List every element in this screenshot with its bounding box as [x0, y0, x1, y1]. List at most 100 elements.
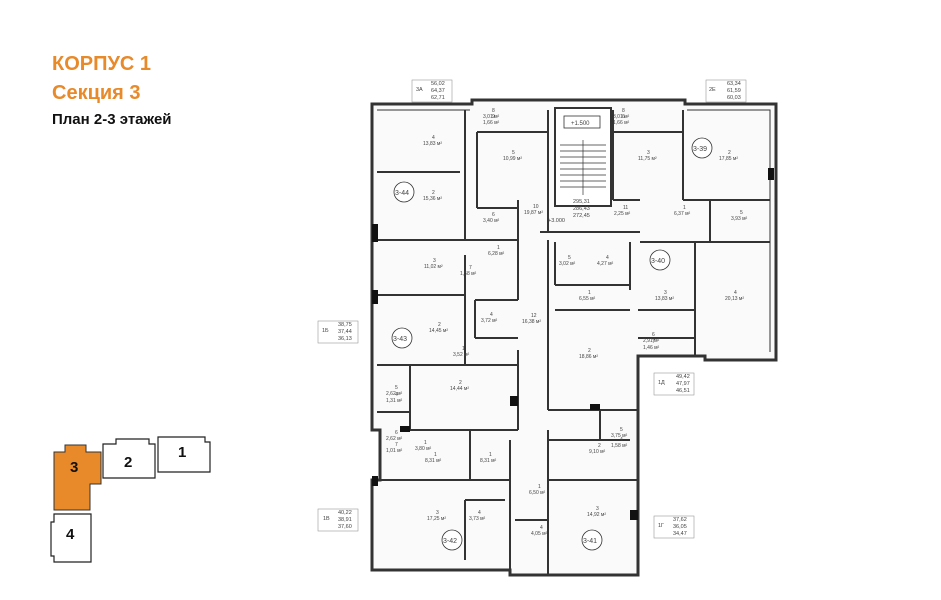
apartment-id: 3-40	[651, 258, 665, 265]
room-area: 3,02 м²	[559, 261, 576, 267]
area-value: 46,51	[676, 388, 690, 394]
room-area: 1,66 м²	[613, 120, 630, 126]
room-number: 4	[540, 525, 543, 531]
hall-area: 272,45	[573, 213, 590, 219]
room-area: 4,05 м²	[531, 531, 548, 537]
room-number: 5	[740, 210, 743, 216]
room-area: 10,99 м²	[503, 156, 522, 162]
room-number: 4	[478, 510, 481, 516]
room-number: 7	[652, 339, 655, 345]
key-section-1[interactable]: 1	[157, 436, 211, 473]
room-area: 3,73 м²	[469, 516, 486, 522]
room-area: 14,45 м²	[429, 328, 448, 334]
room-number: 3	[596, 506, 599, 512]
hall-area: 286,43	[573, 206, 590, 212]
room-area: 1,66 м²	[483, 120, 500, 126]
area-value: 49,42	[676, 374, 690, 380]
room-area: 19,87 м²	[524, 210, 543, 216]
room-number: 1	[683, 205, 686, 211]
room-area: 6,55 м²	[579, 296, 596, 302]
room-number: 1	[489, 452, 492, 458]
room-number: 5	[568, 255, 571, 261]
key-section-4[interactable]: 4	[50, 513, 92, 563]
area-value: 47,97	[676, 381, 690, 387]
area-value: 60,03	[727, 95, 741, 101]
room-number: 5	[620, 427, 623, 433]
room-number: 1	[588, 290, 591, 296]
apartment-id: 3-42	[443, 538, 457, 545]
key-section-3[interactable]: 3	[53, 444, 102, 511]
area-value: 36,05	[673, 524, 687, 530]
room-area: 13,83 м²	[423, 141, 442, 147]
room-number: 2	[728, 150, 731, 156]
room-area: 6,28 м²	[488, 251, 505, 257]
title-block: КОРПУС 1 Секция 3 План 2-3 этажей	[52, 50, 172, 131]
room-number: 9	[492, 114, 495, 120]
room-number: 4	[490, 312, 493, 318]
room-area: 11,02 м²	[424, 264, 443, 270]
apartment-type: 1Д	[658, 380, 665, 386]
room-area: 13,83 м²	[655, 296, 674, 302]
room-number: 4	[620, 437, 623, 443]
apartment-id: 3-43	[393, 336, 407, 343]
area-value: 36,13	[338, 336, 352, 342]
room-area: 6,37 м²	[674, 211, 691, 217]
room-area: 11,75 м²	[638, 156, 657, 162]
room-area: 18,86 м²	[579, 354, 598, 360]
apartment-type: 3А	[416, 87, 423, 93]
room-number: 4	[395, 392, 398, 398]
room-area: 14,92 м²	[587, 512, 606, 518]
room-number: 2	[459, 380, 462, 386]
apartment-type: 1В	[323, 516, 330, 522]
room-number: 2	[598, 443, 601, 449]
apartment-type: 1Б	[322, 328, 329, 334]
room-area: 1,01 м²	[386, 448, 403, 454]
apartment-type: 1Г	[658, 523, 664, 529]
outer-wall	[370, 98, 778, 577]
room-number: 5	[395, 385, 398, 391]
room-number: 3	[664, 290, 667, 296]
hall-area: 295,31	[573, 199, 590, 205]
room-number: 12	[531, 313, 537, 319]
landing-mark: +3.000	[548, 218, 565, 224]
room-area: 17,85 м²	[719, 156, 738, 162]
room-number: 1	[434, 452, 437, 458]
room-number: 2	[438, 322, 441, 328]
room-area: 2,91 м²	[643, 338, 660, 344]
section-title: Секция 3	[52, 82, 141, 104]
room-area: 2,25 м²	[614, 211, 631, 217]
apartment-id: 3-39	[693, 146, 707, 153]
room-number: 1	[497, 245, 500, 251]
room-number: 3	[433, 258, 436, 264]
room-area: 17,25 м²	[427, 516, 446, 522]
room-number: 3	[647, 150, 650, 156]
floor-plan: +1.500	[317, 79, 778, 577]
room-number: 4	[734, 290, 737, 296]
room-area: 3,75 м²	[611, 433, 628, 439]
room-area: 3,72 м²	[481, 318, 498, 324]
floors-subtitle: План 2-3 этажей	[52, 111, 172, 128]
room-area: 3,01 м²	[613, 114, 630, 120]
room-area: 2,62 м²	[386, 391, 403, 397]
room-area: 20,13 м²	[725, 296, 744, 302]
room-number: 2	[588, 348, 591, 354]
room-number: 8	[492, 108, 495, 114]
room-number: 1	[462, 346, 465, 352]
room-number: 4	[432, 135, 435, 141]
room-area: 15,36 м²	[423, 196, 442, 202]
area-value: 62,71	[431, 95, 445, 101]
room-area: 1,31 м²	[386, 398, 403, 404]
room-number: 6	[395, 430, 398, 436]
room-number: 4	[606, 255, 609, 261]
key-section-2[interactable]: 2	[102, 438, 156, 479]
room-number: 7	[469, 265, 472, 271]
room-area: 3,93 м²	[731, 216, 748, 222]
room-area: 1,46 м²	[643, 345, 660, 351]
room-number: 7	[395, 442, 398, 448]
room-area: 3,80 м²	[415, 446, 432, 452]
room-area: 4,27 м²	[597, 261, 614, 267]
key-section-1-label: 1	[178, 444, 186, 461]
key-section-2-label: 2	[124, 454, 132, 471]
stair-elevation-mark: +1.500	[571, 121, 590, 127]
